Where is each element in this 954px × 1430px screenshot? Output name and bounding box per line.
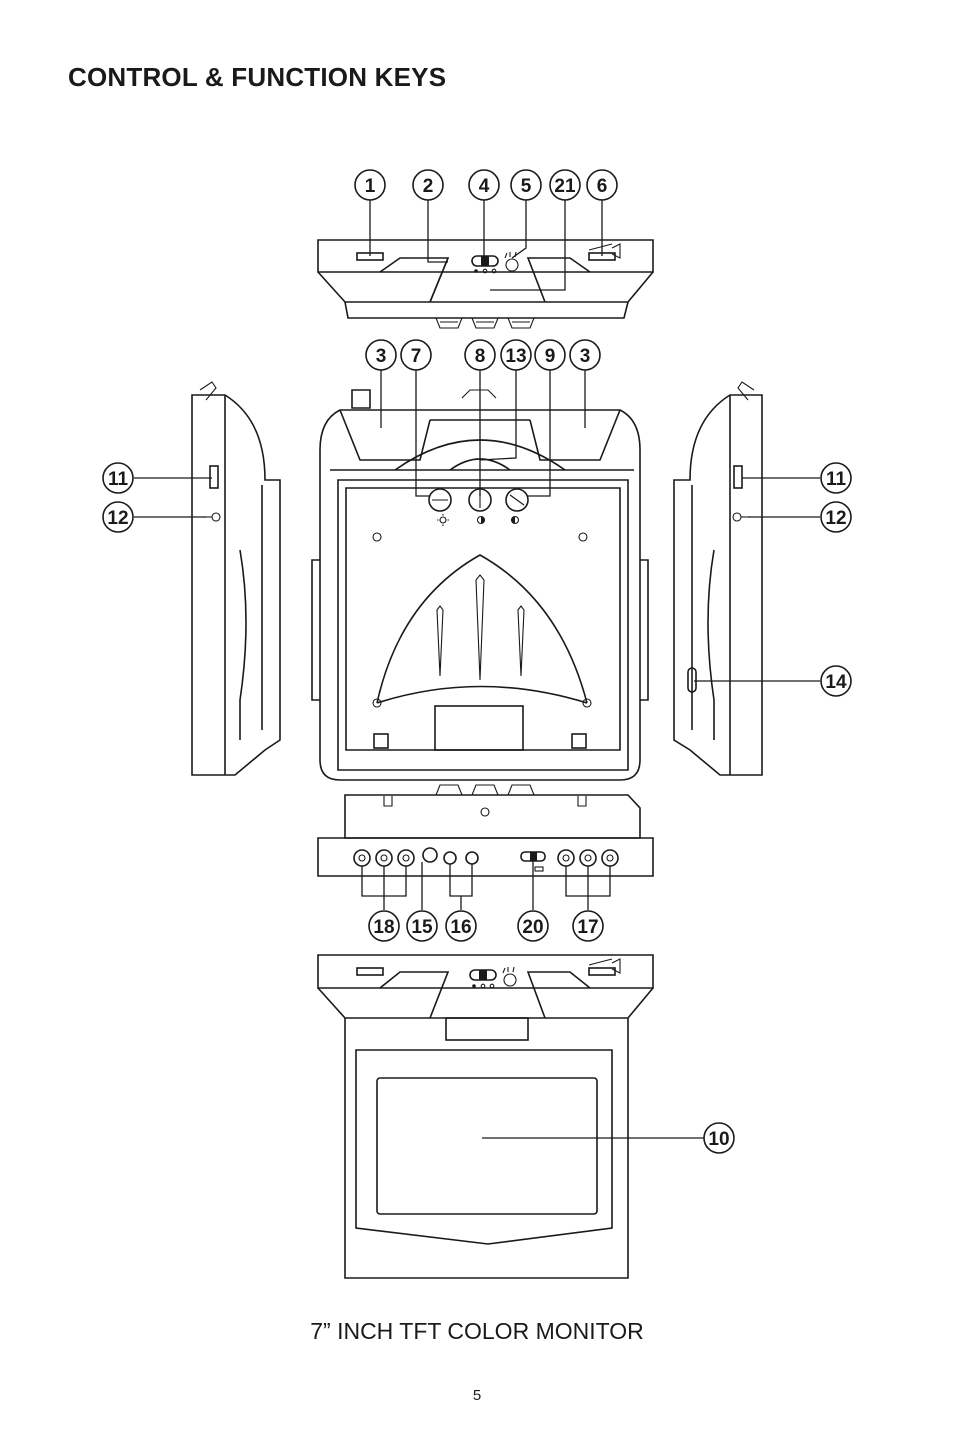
callout-6: 6 — [586, 169, 618, 201]
svg-text:12: 12 — [107, 508, 128, 529]
callout-15: 15 — [406, 910, 438, 942]
svg-text:11: 11 — [826, 469, 847, 490]
callout-4: 4 — [468, 169, 500, 201]
bottom-view — [317, 784, 654, 877]
front-view — [311, 389, 649, 781]
svg-text:18: 18 — [373, 917, 394, 938]
svg-text:14: 14 — [825, 672, 847, 693]
callout-5: 5 — [510, 169, 542, 201]
svg-text:20: 20 — [522, 917, 543, 938]
callout-3-right: 3 — [569, 339, 601, 371]
svg-text:17: 17 — [577, 917, 598, 938]
leader-lines — [134, 200, 820, 1139]
callout-16: 16 — [445, 910, 477, 942]
callout-3-left: 3 — [365, 339, 397, 371]
svg-text:15: 15 — [411, 917, 433, 938]
svg-text:10: 10 — [708, 1129, 729, 1150]
svg-text:3: 3 — [376, 346, 387, 367]
callout-14: 14 — [820, 665, 852, 697]
svg-text:8: 8 — [475, 346, 486, 367]
callout-21: 21 — [549, 169, 581, 201]
svg-text:11: 11 — [108, 469, 129, 490]
callout-11-right: 11 — [820, 462, 852, 494]
svg-text:21: 21 — [554, 176, 576, 197]
svg-text:3: 3 — [580, 346, 591, 367]
callout-20: 20 — [517, 910, 549, 942]
callout-12-right: 12 — [820, 501, 852, 533]
callout-9: 9 — [534, 339, 566, 371]
svg-text:12: 12 — [825, 508, 846, 529]
callout-8: 8 — [464, 339, 496, 371]
svg-text:5: 5 — [521, 176, 532, 197]
figure-caption: 7” INCH TFT COLOR MONITOR — [310, 1318, 644, 1344]
callout-13: 13 — [500, 339, 532, 371]
svg-text:7: 7 — [411, 346, 422, 367]
svg-text:1: 1 — [365, 176, 376, 197]
left-side-view — [191, 381, 281, 776]
right-side-view — [673, 381, 763, 776]
svg-text:13: 13 — [505, 346, 526, 367]
callout-12-left: 12 — [102, 501, 134, 533]
top-view — [317, 239, 654, 329]
callout-2: 2 — [412, 169, 444, 201]
callout-17: 17 — [572, 910, 604, 942]
callout-10: 10 — [703, 1122, 735, 1154]
svg-text:4: 4 — [479, 176, 490, 197]
screen-view — [317, 954, 654, 1279]
svg-text:6: 6 — [597, 176, 608, 197]
svg-text:9: 9 — [545, 346, 556, 367]
page-number: 5 — [472, 1387, 482, 1404]
page-title: CONTROL & FUNCTION KEYS — [68, 62, 447, 92]
svg-text:16: 16 — [450, 917, 471, 938]
svg-text:2: 2 — [423, 176, 434, 197]
callout-7: 7 — [400, 339, 432, 371]
callout-11-left: 11 — [102, 462, 134, 494]
callout-18: 18 — [368, 910, 400, 942]
callout-1: 1 — [354, 169, 386, 201]
